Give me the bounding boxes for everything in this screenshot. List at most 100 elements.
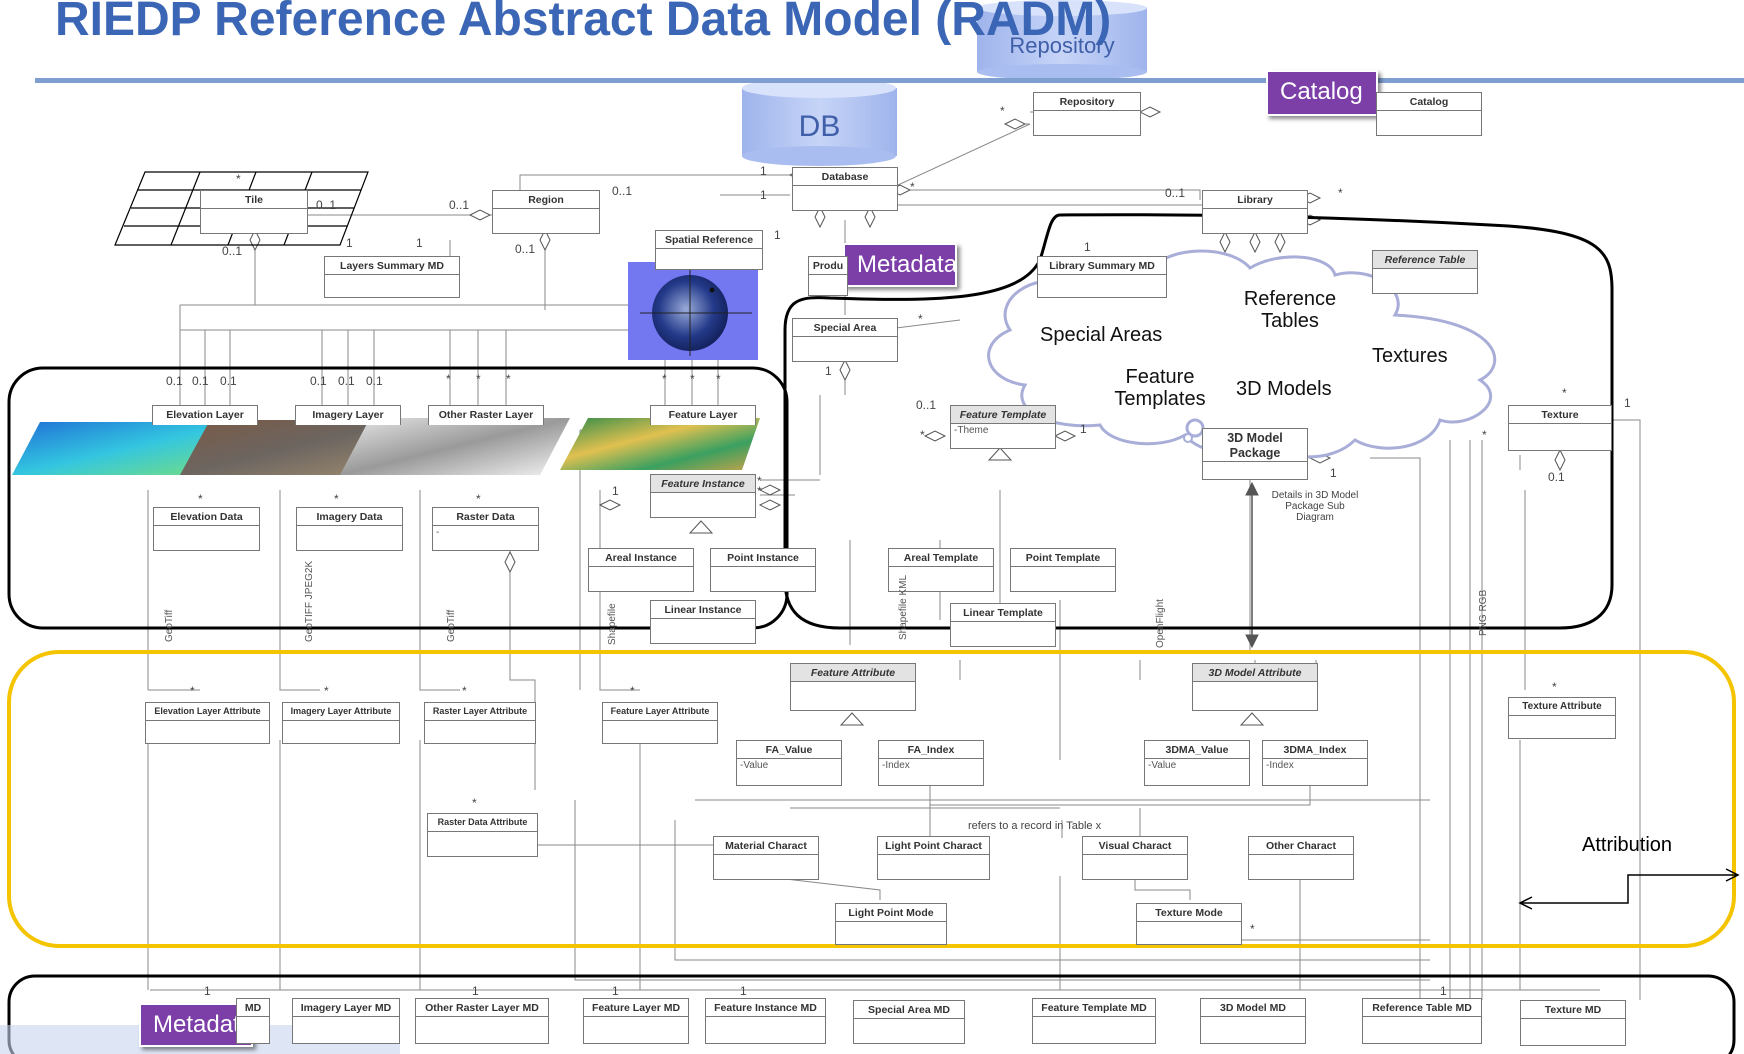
- class-light-point-mode[interactable]: Light Point Mode: [835, 903, 947, 945]
- mult-one: 1: [1330, 466, 1337, 480]
- class-other-raster-layer[interactable]: Other Raster Layer: [428, 405, 544, 425]
- class-texture-attribute[interactable]: Texture Attribute: [1508, 697, 1616, 739]
- aggregation-markers: [249, 106, 1577, 574]
- details-note: Details in 3D Model Package Sub Diagram: [1271, 490, 1359, 523]
- mult-zero-dot-one: 0.1: [192, 374, 209, 388]
- mult-star: *: [462, 684, 467, 698]
- class-library[interactable]: Library: [1202, 190, 1308, 234]
- repository-cylinder-shape: [977, 0, 1147, 80]
- class-3dma-value-name: 3DMA_Value: [1145, 741, 1249, 759]
- class-3dma-index-name: 3DMA_Index: [1263, 741, 1367, 759]
- class-linear-instance[interactable]: Linear Instance: [650, 600, 756, 644]
- class-reference-table-md[interactable]: Reference Table MD: [1362, 998, 1482, 1044]
- mult-star: *: [190, 684, 195, 698]
- class-tile[interactable]: Tile: [200, 190, 308, 234]
- mult-star: *: [446, 372, 451, 386]
- class-imagery-layer-attribute[interactable]: Imagery Layer Attribute: [282, 702, 400, 744]
- class-feature-instance[interactable]: Feature Instance: [650, 474, 756, 518]
- class-raster-data[interactable]: Raster Data-: [432, 507, 539, 551]
- class-feature-instance-md-name: Feature Instance MD: [706, 999, 825, 1017]
- class-3d-model-package[interactable]: 3D Model Package: [1202, 428, 1308, 480]
- class-elevation-layer-md[interactable]: MD: [236, 998, 270, 1044]
- format-label-geotiff-1: GeoTiff: [164, 609, 175, 642]
- class-raster-layer-attribute[interactable]: Raster Layer Attribute: [424, 702, 536, 744]
- class-imagery-data[interactable]: Imagery Data: [296, 507, 403, 551]
- class-spatial-reference-name: Spatial Reference: [656, 231, 762, 249]
- mult-star: *: [757, 484, 762, 498]
- class-imagery-layer[interactable]: Imagery Layer: [295, 405, 401, 425]
- db-cylinder-shape: [742, 78, 897, 166]
- class-product[interactable]: Produ: [808, 256, 848, 296]
- class-repository[interactable]: Repository: [1033, 92, 1141, 136]
- class-3d-model-attribute-name: 3D Model Attribute: [1193, 664, 1317, 682]
- class-areal-instance[interactable]: Areal Instance: [588, 548, 694, 592]
- mult-zero-dot-one: 0.1: [366, 374, 383, 388]
- class-elevation-layer-md-name: MD: [237, 999, 269, 1017]
- class-catalog-name: Catalog: [1377, 93, 1481, 111]
- class-elevation-data[interactable]: Elevation Data: [153, 507, 260, 551]
- class-point-template[interactable]: Point Template: [1010, 548, 1116, 592]
- class-3d-model-attribute[interactable]: 3D Model Attribute: [1192, 663, 1318, 711]
- class-3d-model-md[interactable]: 3D Model MD: [1200, 998, 1306, 1044]
- class-feature-layer-md[interactable]: Feature Layer MD: [583, 998, 689, 1044]
- class-other-charact[interactable]: Other Charact: [1248, 836, 1354, 880]
- mult-one: 1: [612, 484, 619, 498]
- class-other-raster-layer-md-name: Other Raster Layer MD: [416, 999, 548, 1017]
- class-imagery-layer-attribute-name: Imagery Layer Attribute: [283, 703, 399, 721]
- mult-one: 1: [740, 984, 747, 998]
- class-texture-mode[interactable]: Texture Mode: [1136, 903, 1242, 945]
- class-linear-instance-name: Linear Instance: [651, 601, 755, 619]
- class-texture-attribute-name: Texture Attribute: [1509, 698, 1615, 716]
- class-feature-template[interactable]: Feature Template-Theme: [950, 405, 1056, 449]
- format-label-shapefile-kml: Shapefile KML: [898, 574, 909, 640]
- class-spatial-reference[interactable]: Spatial Reference: [655, 230, 763, 270]
- class-fa-index[interactable]: FA_Index-Index: [878, 740, 984, 786]
- class-texture[interactable]: Texture: [1508, 405, 1612, 451]
- class-light-point-charact[interactable]: Light Point Charact: [877, 836, 990, 880]
- class-feature-layer-attribute[interactable]: Feature Layer Attribute: [602, 702, 718, 744]
- raster-layer-image: [340, 418, 570, 475]
- class-texture-md[interactable]: Texture MD: [1520, 1000, 1626, 1046]
- class-other-raster-layer-md[interactable]: Other Raster Layer MD: [415, 998, 549, 1044]
- class-3dma-index[interactable]: 3DMA_Index-Index: [1262, 740, 1368, 786]
- class-catalog[interactable]: Catalog: [1376, 92, 1482, 136]
- mult-star: *: [324, 684, 329, 698]
- class-material-charact[interactable]: Material Charact: [713, 836, 819, 880]
- mult-zero-one: 0..1: [449, 198, 470, 212]
- class-reference-table[interactable]: Reference Table: [1372, 250, 1478, 294]
- class-feature-instance-md[interactable]: Feature Instance MD: [705, 998, 826, 1044]
- class-special-area-md[interactable]: Special Area MD: [853, 1000, 965, 1044]
- class-feature-layer[interactable]: Feature Layer: [650, 405, 756, 425]
- mult-one: 1: [1084, 240, 1091, 254]
- class-imagery-layer-md[interactable]: Imagery Layer MD: [292, 998, 400, 1044]
- class-library-summary-md[interactable]: Library Summary MD: [1037, 256, 1167, 298]
- class-linear-template[interactable]: Linear Template: [950, 603, 1056, 647]
- class-fa-value[interactable]: FA_Value-Value: [736, 740, 842, 786]
- class-feature-template-attr: -Theme: [954, 425, 989, 436]
- class-areal-template[interactable]: Areal Template: [888, 548, 994, 592]
- class-region[interactable]: Region: [492, 190, 600, 234]
- mult-star: *: [506, 372, 511, 386]
- class-visual-charact[interactable]: Visual Charact: [1082, 836, 1188, 880]
- class-database[interactable]: Database: [792, 167, 898, 211]
- page-title: RIEDP Reference Abstract Data Model (RAD…: [55, 0, 1112, 46]
- class-3dma-value[interactable]: 3DMA_Value-Value: [1144, 740, 1250, 786]
- class-elevation-layer-attribute[interactable]: Elevation Layer Attribute: [145, 702, 270, 744]
- class-feature-attribute-name: Feature Attribute: [791, 664, 915, 682]
- repository-cylinder-label: Repository: [1009, 33, 1115, 58]
- navigation-arrows: [1245, 481, 1259, 649]
- cloud-special-areas: Special Areas: [1040, 324, 1163, 346]
- class-linear-template-name: Linear Template: [951, 604, 1055, 622]
- class-elevation-layer[interactable]: Elevation Layer: [152, 405, 258, 425]
- mult-star: *: [630, 684, 635, 698]
- class-texture-mode-name: Texture Mode: [1137, 904, 1241, 922]
- class-feature-attribute[interactable]: Feature Attribute: [790, 663, 916, 711]
- class-special-area[interactable]: Special Area: [792, 318, 898, 362]
- catalog-callout: Catalog: [1266, 70, 1378, 116]
- class-point-instance[interactable]: Point Instance: [710, 548, 816, 592]
- class-raster-data-attribute[interactable]: Raster Data Attribute: [427, 813, 538, 857]
- class-feature-template-md[interactable]: Feature Template MD: [1032, 998, 1156, 1044]
- class-feature-layer-attribute-name: Feature Layer Attribute: [603, 703, 717, 721]
- class-layers-summary-md[interactable]: Layers Summary MD: [324, 256, 460, 298]
- class-other-charact-name: Other Charact: [1249, 837, 1353, 855]
